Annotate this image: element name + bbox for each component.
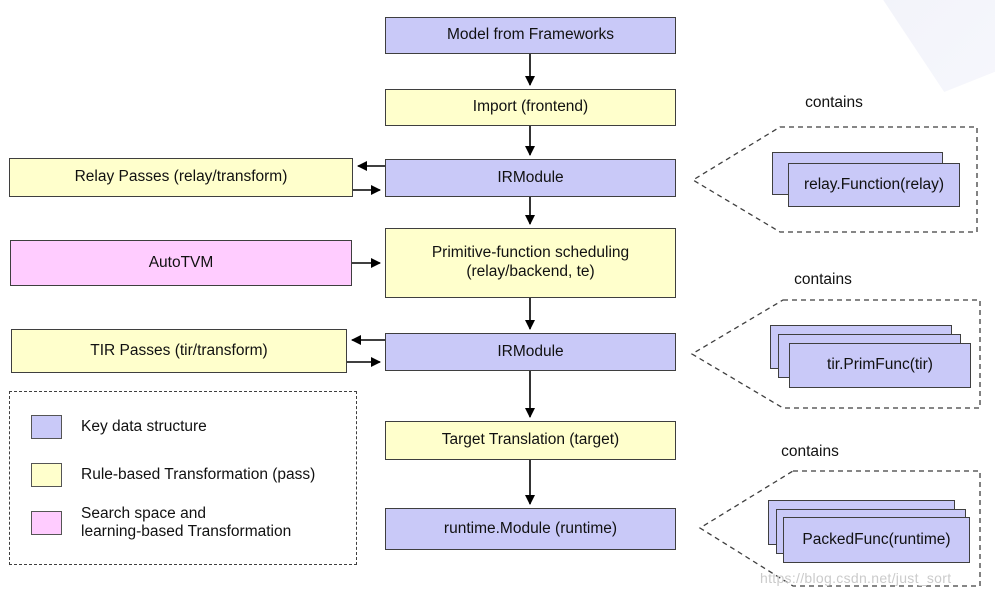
flow-arrows — [347, 54, 535, 505]
legend-label-line2: learning-based Transformation — [81, 522, 292, 540]
contains-label-packedfunc: contains — [781, 443, 839, 460]
callout-shape-tir — [690, 299, 981, 409]
flow-node-irmodule-1: IRModule — [385, 159, 676, 197]
stacked-box-front-relay: relay.Function(relay) — [788, 163, 960, 207]
side-node-relay-passes: Relay Passes (relay/transform) — [9, 158, 353, 197]
callout-shape-relay — [691, 126, 978, 233]
scheduling-line2: (relay/backend, te) — [466, 263, 595, 280]
legend-label: Search space and learning-based Transfor… — [81, 505, 291, 541]
flow-node-scheduling: Primitive-function scheduling (relay/bac… — [385, 228, 676, 298]
legend-swatch-pink — [31, 510, 62, 535]
stacked-box-front-tir: tir.PrimFunc(tir) — [789, 343, 971, 388]
legend-box: Key data structure Rule-based Transforma… — [9, 391, 357, 565]
flow-node-import: Import (frontend) — [385, 89, 676, 126]
legend-label: Rule-based Transformation (pass) — [81, 466, 316, 484]
contains-label-relay: contains — [805, 94, 863, 111]
side-node-autotvm: AutoTVM — [10, 240, 352, 286]
contains-label-tir: contains — [794, 271, 852, 288]
flow-node-runtime-module: runtime.Module (runtime) — [385, 508, 676, 550]
callout-shape-packedfunc — [698, 470, 981, 587]
legend-item-rule-based: Rule-based Transformation (pass) — [31, 463, 315, 487]
scheduling-line1: Primitive-function scheduling — [431, 244, 630, 262]
legend-swatch-purple — [31, 415, 62, 439]
legend-swatch-yellow — [31, 463, 62, 487]
stacked-box-front-packedfunc: PackedFunc(runtime) — [783, 517, 970, 563]
legend-item-search-space: Search space and learning-based Transfor… — [31, 505, 291, 541]
flow-node-model: Model from Frameworks — [385, 17, 676, 54]
legend-item-key-data: Key data structure — [31, 415, 207, 439]
watermark-url: https://blog.csdn.net/just_sort — [760, 570, 952, 586]
side-node-tir-passes: TIR Passes (tir/transform) — [11, 329, 347, 373]
legend-label-line1: Search space and — [81, 505, 206, 522]
flow-node-irmodule-2: IRModule — [385, 333, 676, 371]
flow-node-target-translation: Target Translation (target) — [385, 421, 676, 460]
legend-label: Key data structure — [81, 418, 207, 436]
